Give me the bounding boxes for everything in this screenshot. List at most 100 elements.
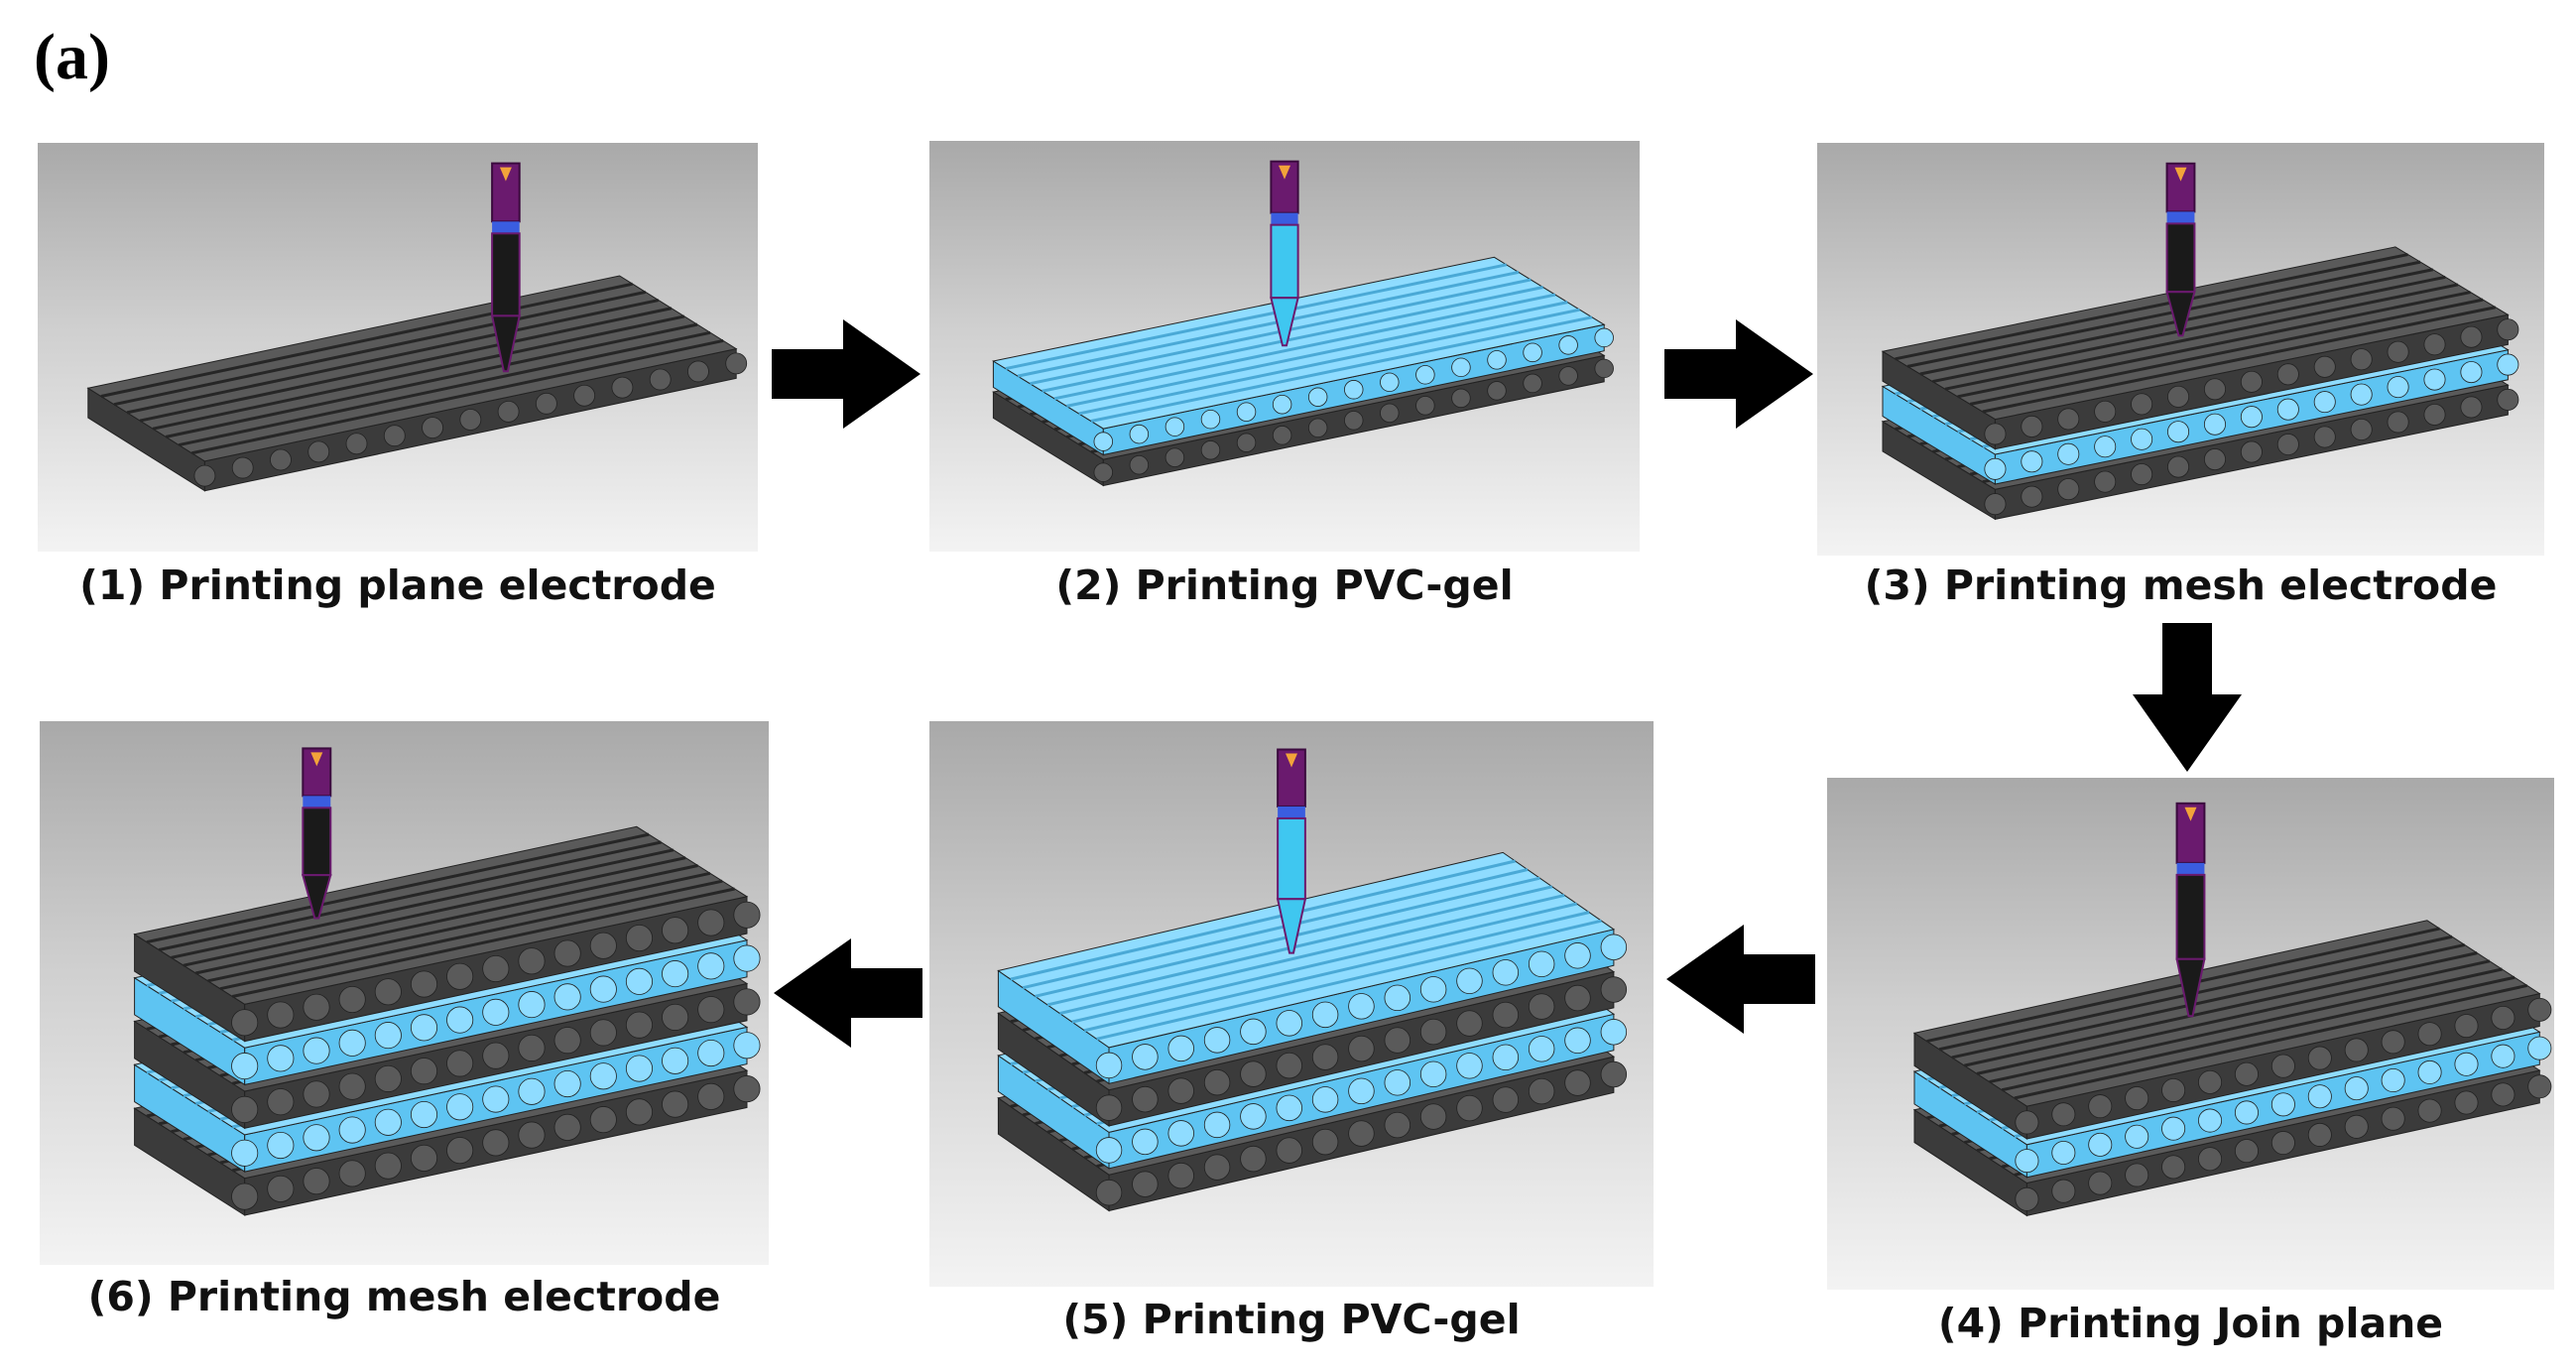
filament-line — [1042, 286, 1543, 393]
filament-bead — [1132, 1128, 1159, 1156]
filament-bead — [338, 985, 366, 1014]
filament-bead — [410, 970, 438, 998]
filament-bead — [625, 1055, 654, 1082]
step-5-image — [929, 721, 1654, 1287]
filament-bead — [1348, 1120, 1375, 1147]
filament-bead — [2381, 1106, 2405, 1131]
step-3-caption: (3) Printing mesh electrode — [1864, 561, 2498, 609]
filament-bead — [2307, 1084, 2332, 1109]
arrow-down-icon — [2133, 623, 2242, 772]
filament-line — [1017, 270, 1520, 378]
filament-bead — [303, 1037, 330, 1064]
filament-bead — [1528, 1036, 1555, 1062]
filament-line — [171, 848, 675, 959]
filament-bead — [2417, 1098, 2442, 1123]
filament-bead — [1456, 967, 1483, 995]
filament-bead — [307, 440, 330, 463]
filament-bead — [518, 947, 546, 975]
filament-bead — [733, 1032, 761, 1059]
filament-bead — [410, 1144, 438, 1172]
filament-bead — [2313, 355, 2336, 378]
filament-bead — [2350, 348, 2373, 371]
nozzle-band — [1278, 806, 1305, 818]
filament-bead — [2313, 426, 2336, 448]
filament-bead — [267, 1175, 295, 1202]
filament-bead — [733, 944, 761, 972]
filament-bead — [2454, 1014, 2479, 1039]
filament-line — [183, 856, 686, 967]
filament-bead — [422, 417, 443, 439]
filament-bead — [2527, 1036, 2552, 1060]
filament-bead — [733, 1075, 761, 1103]
filament-bead — [482, 1129, 510, 1157]
filament-bead — [589, 932, 617, 959]
filament-bead — [518, 991, 546, 1019]
filament-line — [1989, 967, 2503, 1084]
filament-bead — [1240, 1145, 1267, 1173]
filament-bead — [482, 1085, 510, 1113]
filament-bead — [374, 1064, 402, 1092]
filament-bead — [2527, 997, 2552, 1022]
filament-bead — [1564, 1027, 1591, 1055]
filament-bead — [270, 448, 292, 471]
nozzle-barrel — [302, 807, 332, 877]
filament-bead — [2527, 1074, 2552, 1099]
filament-bead — [2387, 376, 2409, 399]
filament-bead — [2131, 393, 2153, 416]
filament-bead — [1415, 396, 1435, 416]
filament-bead — [2270, 1054, 2295, 1078]
filament-bead — [1203, 1154, 1231, 1181]
filament-line — [126, 299, 660, 415]
filament-bead — [1419, 1018, 1447, 1046]
filament-bead — [2276, 398, 2299, 421]
filament-bead — [1095, 1094, 1123, 1121]
filament-bead — [725, 352, 748, 375]
filament-bead — [2497, 353, 2519, 376]
filament-bead — [497, 401, 520, 423]
filament-bead — [2161, 1155, 2186, 1180]
nozzle-barrel — [2175, 873, 2206, 960]
filament-bead — [1311, 1086, 1339, 1113]
filament-bead — [2198, 1069, 2223, 1094]
filament-bead — [446, 1006, 474, 1034]
step-1-render — [86, 162, 748, 492]
step-4-caption: (4) Printing Join plane — [1937, 1300, 2444, 1347]
filament-bead — [2350, 418, 2373, 440]
filament-bead — [1132, 1044, 1159, 1070]
filament-bead — [1348, 993, 1375, 1020]
step-4-render — [1912, 802, 2552, 1217]
filament-bead — [1095, 1179, 1123, 1206]
filament-line — [146, 832, 650, 944]
filament-bead — [193, 464, 216, 487]
filament-line — [1906, 260, 2421, 368]
filament-bead — [697, 909, 725, 936]
filament-bead — [2203, 448, 2226, 471]
filament-bead — [267, 1001, 295, 1029]
filament-bead — [1384, 1069, 1411, 1096]
nozzle-barrel — [1277, 816, 1306, 901]
filament-bead — [1528, 950, 1555, 978]
panel-label: (a) — [34, 21, 110, 93]
filament-bead — [2417, 1022, 2442, 1047]
filament-bead — [589, 1106, 617, 1134]
filament-bead — [1240, 1060, 1267, 1087]
filament-bead — [1451, 357, 1471, 378]
filament-bead — [2276, 363, 2299, 386]
filament-line — [1046, 885, 1553, 1007]
filament-line — [219, 879, 723, 991]
filament-line — [2001, 975, 2515, 1092]
filament-bead — [1384, 984, 1411, 1012]
filament-line — [100, 282, 633, 398]
filament-bead — [2167, 385, 2190, 408]
filament-bead — [374, 1152, 402, 1180]
filament-bead — [687, 360, 709, 383]
filament-bead — [1276, 1094, 1302, 1122]
filament-bead — [2161, 1116, 2186, 1141]
filament-bead — [1528, 993, 1555, 1020]
filament-bead — [2387, 340, 2409, 363]
filament-bead — [1594, 327, 1614, 348]
step-2-caption: (2) Printing PVC-gel — [1055, 561, 1514, 609]
filament-bead — [2161, 1077, 2186, 1102]
filament-bead — [2240, 440, 2263, 463]
filament-line — [207, 871, 711, 983]
